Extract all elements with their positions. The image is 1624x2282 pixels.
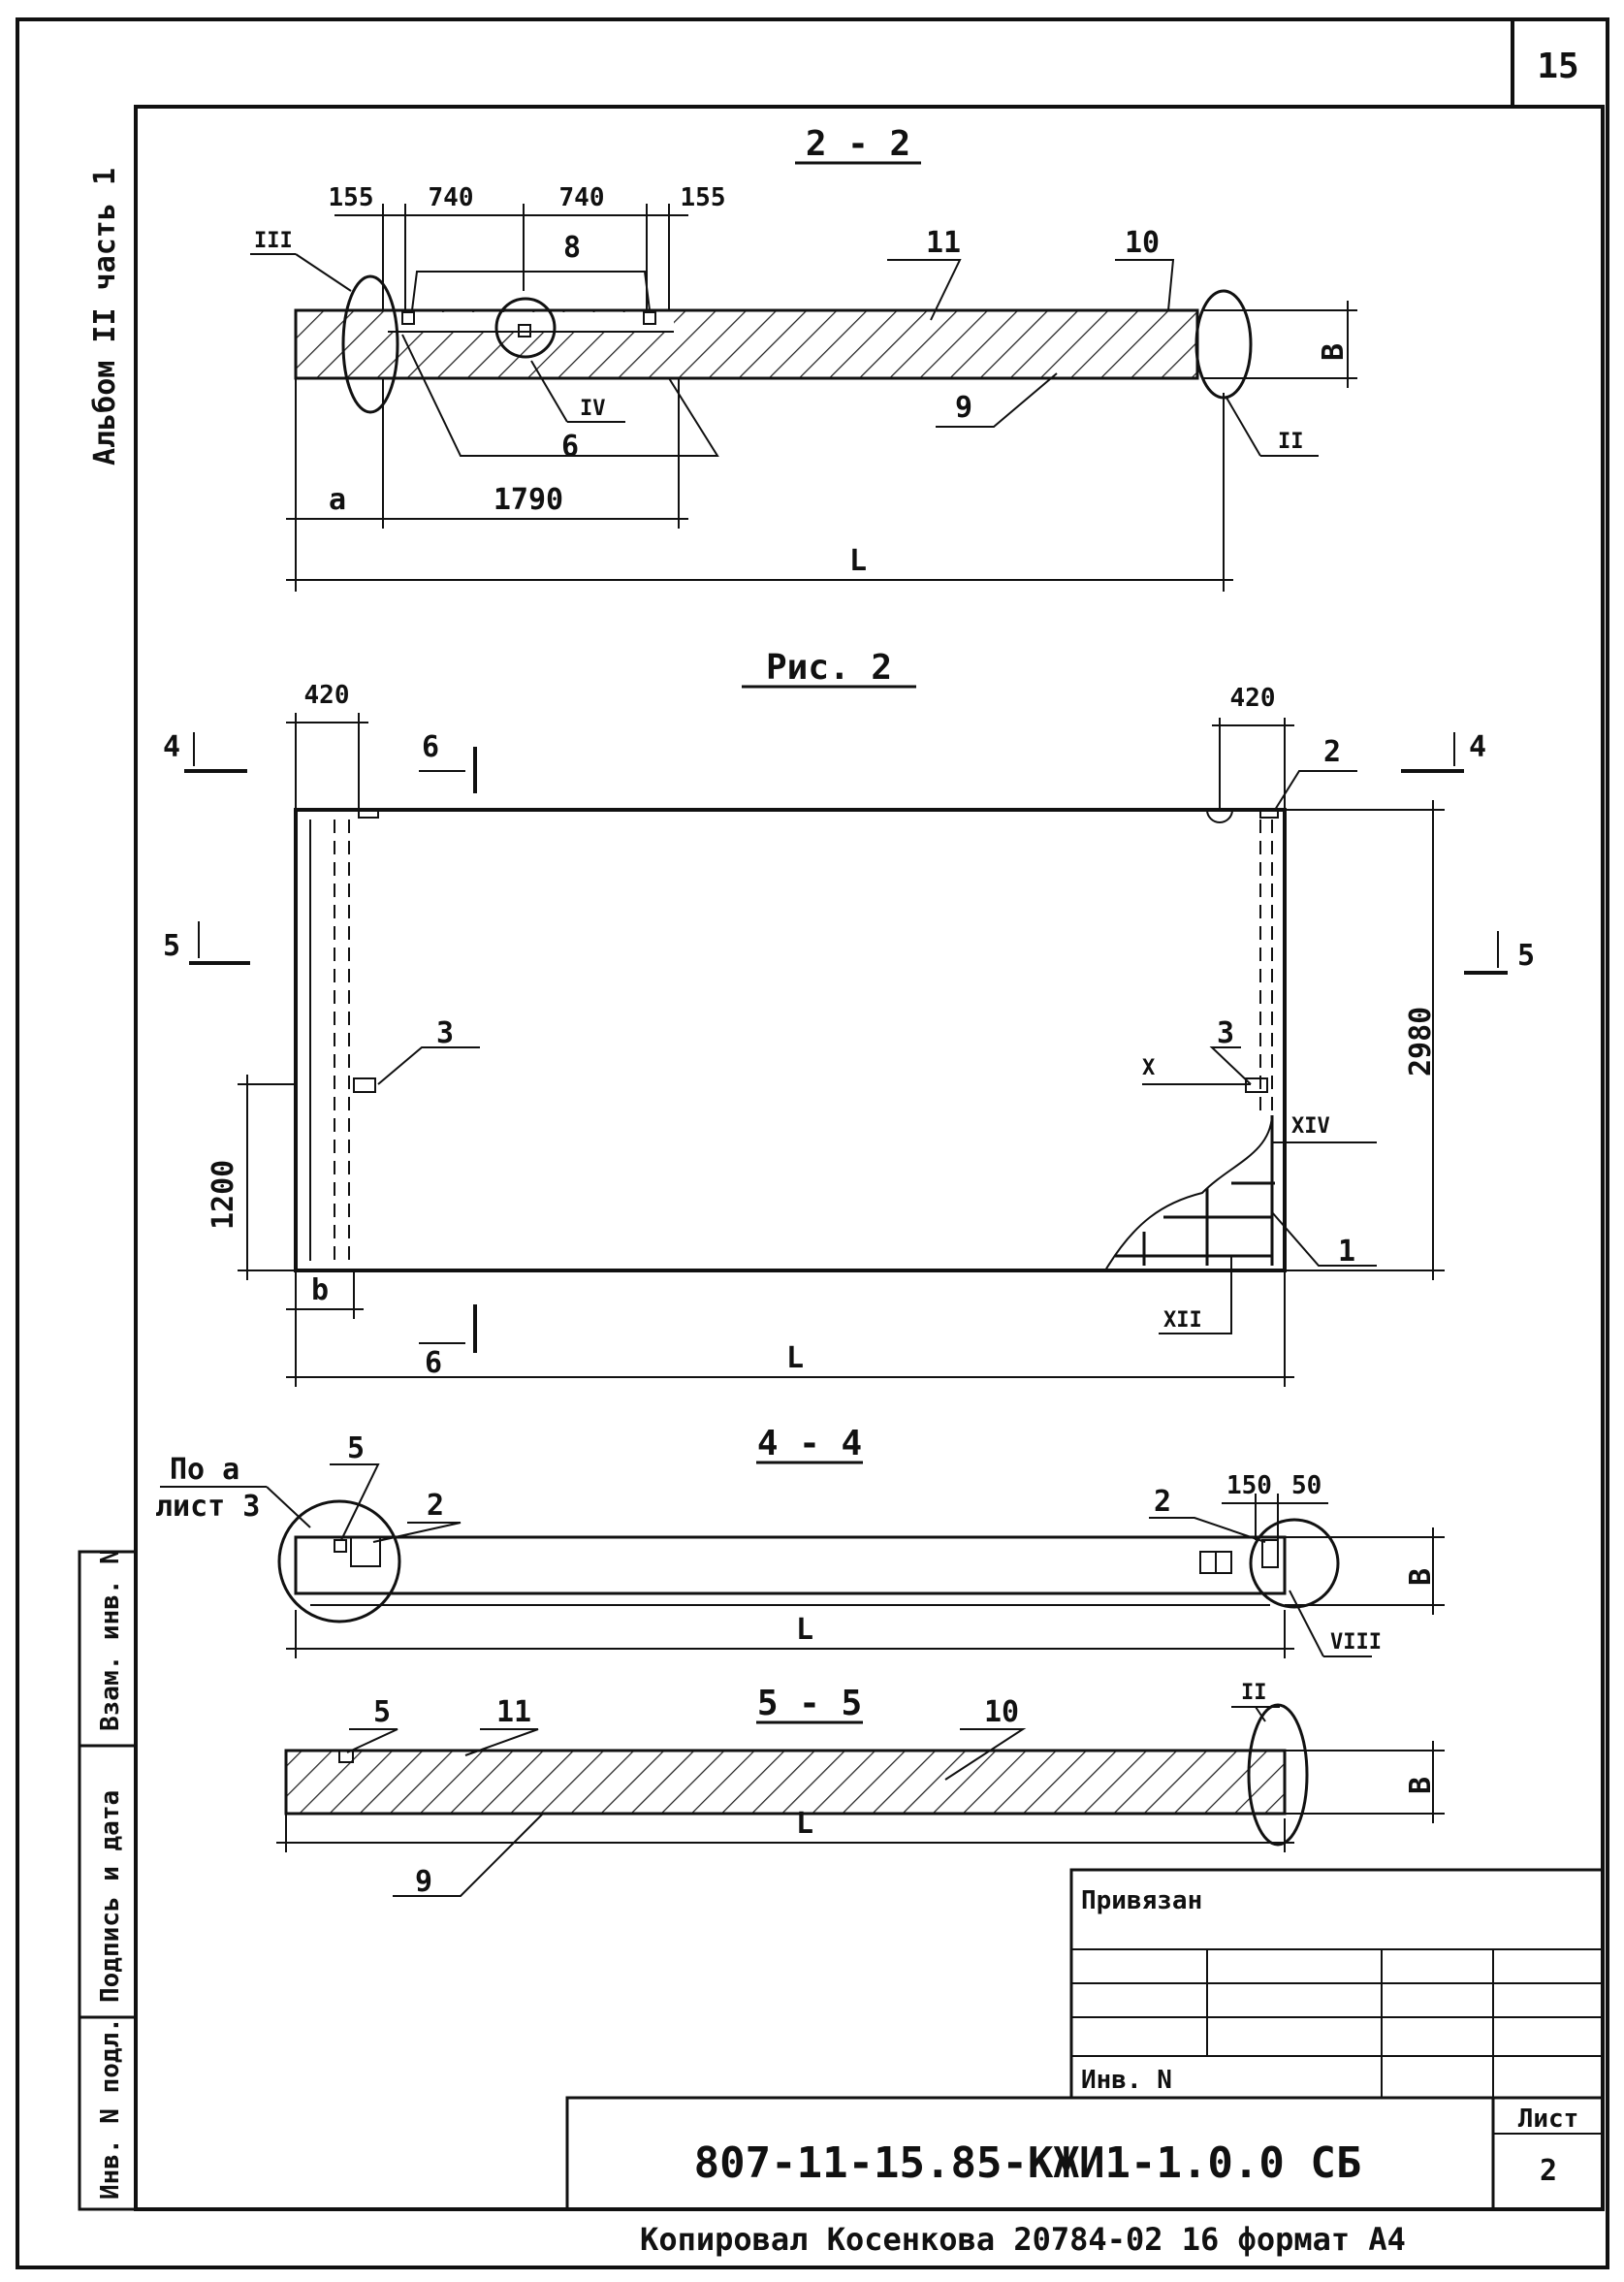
roman-XIV: XIV [1291, 1114, 1330, 1139]
dim-155-right: 155 [681, 183, 726, 212]
dim-L-plan: L [786, 1341, 804, 1375]
note-list-3: лист 3 [155, 1490, 260, 1524]
detail-II-5-5-marker [1247, 1703, 1309, 1847]
inner-frame [134, 105, 1605, 2211]
dim-B-5-5: B [1404, 1777, 1438, 1794]
dim-740-left: 740 [429, 183, 474, 212]
slab-section-4-4 [294, 1535, 1287, 1595]
dim-420-right: 420 [1230, 684, 1276, 713]
dim-L-4-4: L [796, 1613, 813, 1647]
dim-L-5-5: L [796, 1807, 813, 1841]
callout-5-5-5: 5 [373, 1695, 391, 1729]
callout-8: 8 [563, 231, 581, 265]
sheet-label: Лист [1518, 2105, 1579, 2134]
slab-section-5-5 [284, 1749, 1287, 1816]
side-stamp: Инв. N подл. Подпись и дата Взам. инв. N [78, 1549, 138, 2211]
dim-50: 50 [1291, 1471, 1321, 1500]
dim-b: b [311, 1273, 329, 1307]
stamp-signature-date: Подпись и дата [96, 1790, 125, 2003]
section-2-2: 2 - 2 155 740 740 155 8 11 10 6 [250, 124, 1357, 592]
callout-11-5-5: 11 [496, 1695, 531, 1729]
dim-150: 150 [1226, 1471, 1272, 1500]
callout-3-left: 3 [436, 1016, 454, 1050]
callout-11: 11 [926, 226, 961, 260]
dim-420-left: 420 [304, 681, 350, 710]
cut-4-left: 4 [163, 730, 180, 764]
roman-IV: IV [580, 397, 606, 421]
callout-2-4-4-left: 2 [427, 1489, 444, 1523]
section-4-4: 4 - 4 По a лист 3 5 2 2 150 50 B VIII [155, 1424, 1445, 1658]
section-5-5-title: 5 - 5 [757, 1684, 862, 1723]
dim-155-left: 155 [329, 183, 374, 212]
cut-6-bottom: 6 [425, 1346, 442, 1380]
tied-label: Привязан [1081, 1886, 1202, 1915]
roman-II-5-5: II [1241, 1681, 1267, 1705]
drawing-code: 807-11-15.85-КЖИ1-1.0.0 СБ [694, 2138, 1362, 2188]
dim-1200: 1200 [207, 1160, 240, 1230]
detail-IV-marker [494, 297, 557, 359]
stamp-inv-podl: Инв. N подл. [96, 2017, 125, 2200]
callout-6: 6 [561, 430, 579, 464]
sheet-value: 2 [1540, 2154, 1557, 2188]
plan-title: Рис. 2 [766, 648, 892, 688]
section-2-2-title: 2 - 2 [806, 124, 910, 164]
callout-9-5-5: 9 [415, 1865, 432, 1899]
dim-1790: 1790 [494, 483, 563, 517]
roman-XII: XII [1163, 1308, 1202, 1333]
cut-5-left: 5 [163, 929, 180, 963]
stamp-replace-inv: Взам. инв. N [96, 1549, 125, 1731]
dim-740-right: 740 [559, 183, 605, 212]
dim-B-2-2: B [1317, 343, 1351, 361]
callout-2-4-4-right: 2 [1154, 1485, 1171, 1519]
title-block: Привязан Инв. N 807-11-15.85-КЖИ1-1.0.0 … [565, 1868, 1605, 2211]
roman-X: X [1142, 1056, 1155, 1080]
dim-a: a [329, 483, 346, 517]
roman-II: II [1278, 430, 1304, 454]
note-po-a: По a [170, 1453, 239, 1487]
cut-6-top: 6 [422, 730, 439, 764]
album-label: Альбом II часть 1 [88, 168, 122, 466]
detail-II-marker [1194, 289, 1253, 400]
callout-10: 10 [1125, 226, 1160, 260]
cut-4-right: 4 [1469, 730, 1486, 764]
detail-VIII-marker [1249, 1518, 1340, 1609]
detail-left-marker [277, 1499, 401, 1623]
callout-2-plan: 2 [1323, 735, 1341, 769]
callout-1-plan: 1 [1338, 1235, 1355, 1269]
callout-9: 9 [955, 391, 972, 425]
section-5-5: 5 - 5 5 11 10 9 II B L [276, 1681, 1445, 1899]
roman-III: III [254, 229, 293, 253]
plan-view: Рис. 2 420 420 298 [163, 648, 1535, 1387]
footer-copy-note: Копировал Косенкова 20784-02 16 формат А… [640, 2221, 1406, 2258]
outer-frame [16, 17, 1609, 2269]
section-4-4-title: 4 - 4 [757, 1424, 862, 1463]
dim-2980: 2980 [1404, 1007, 1438, 1077]
cut-5-right: 5 [1517, 939, 1535, 973]
sheet-number: 15 [1537, 47, 1578, 86]
callout-10-5-5: 10 [984, 1695, 1019, 1729]
dim-B-4-4: B [1404, 1568, 1438, 1586]
dim-L-2-2: L [849, 544, 867, 578]
detail-III-marker [341, 274, 399, 414]
roman-VIII: VIII [1330, 1630, 1382, 1655]
slab-plan [294, 808, 1287, 1272]
callout-3-right: 3 [1217, 1016, 1234, 1050]
inv-label: Инв. N [1081, 2066, 1172, 2095]
callout-5-4-4: 5 [347, 1431, 365, 1465]
